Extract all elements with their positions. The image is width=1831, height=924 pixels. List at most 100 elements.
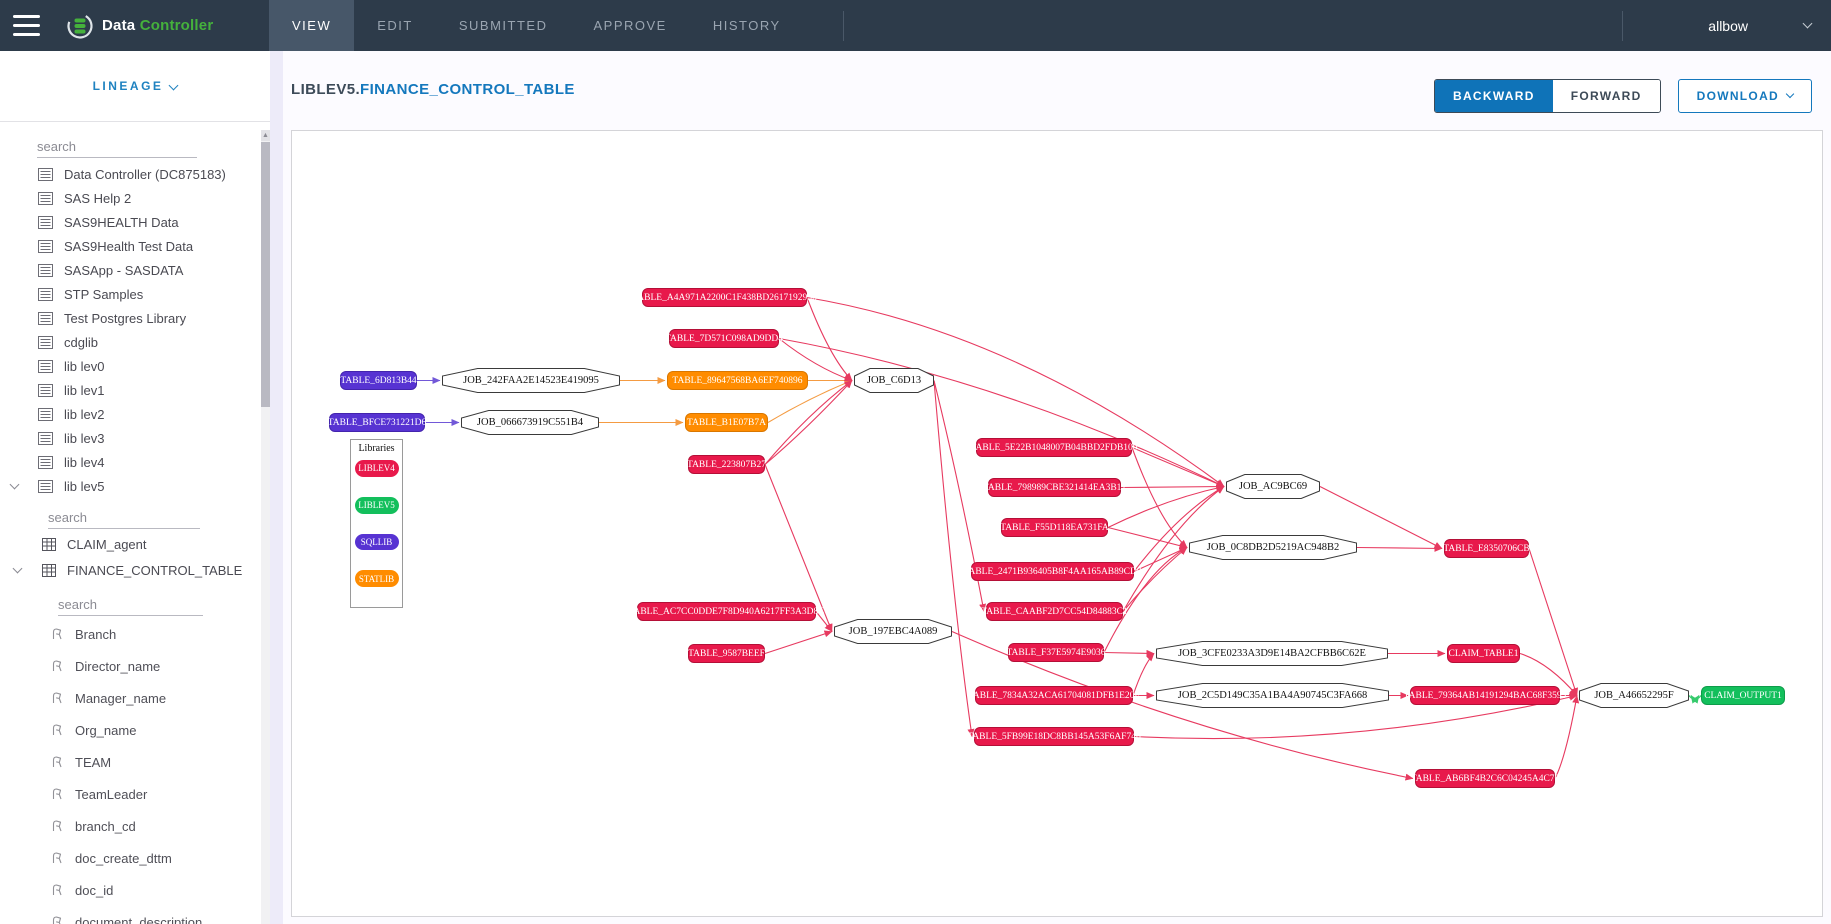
chevron-down-icon [1785, 89, 1795, 99]
sidebar-column-document-description[interactable]: document_description [0, 906, 260, 924]
lineage-mode-selector[interactable]: LINEAGE [0, 51, 270, 122]
edge-claim_table1-to-job_a46652295f [1519, 652, 1578, 696]
sidebar-column-teamleader[interactable]: TeamLeader [0, 778, 260, 810]
sidebar-column-doc-create-dttm[interactable]: doc_create_dttm [0, 842, 260, 874]
sidebar-item-lib-lev5[interactable]: lib lev5 [0, 474, 260, 498]
tab-approve[interactable]: APPROVE [593, 18, 667, 33]
graph-node-table_a4a971a2200c1f438bd2617192956[interactable]: TABLE_A4A971A2200C1F438BD2617192956 [632, 288, 817, 307]
graph-node-table_2471b936405b8f4aa165ab89cd9[interactable]: TABLE_2471B936405B8F4AA165AB89CD9 [963, 562, 1142, 581]
table-grid-icon [42, 563, 56, 577]
sidebar-column-branch[interactable]: Branch [0, 618, 260, 650]
sidebar-column-director-name[interactable]: Director_name [0, 650, 260, 682]
graph-node-table_5fb99e18dc8bb145a53f6af746[interactable]: TABLE_5FB99E18DC8BB145A53F6AF746 [967, 727, 1141, 746]
chevron-down-icon [168, 80, 179, 90]
sidebar-item-cdglib[interactable]: cdglib [0, 330, 260, 354]
backward-button[interactable]: BACKWARD [1434, 80, 1553, 112]
tab-view[interactable]: VIEW [269, 0, 355, 51]
edge-table_a4a971a2200c1f438bd2617192956-to-job_c6d13 [806, 297, 853, 381]
table-search-input[interactable] [48, 508, 200, 529]
sidebar-item-lib-lev2[interactable]: lib lev2 [0, 402, 260, 426]
sidebar-item-lib-lev0[interactable]: lib lev0 [0, 354, 260, 378]
item-label: doc_create_dttm [75, 850, 172, 866]
node-label: TABLE_89647568BA6EF740896 [672, 375, 803, 386]
graph-node-job_3cfe0233a3d9e14ba2cfbb6c62e[interactable]: JOB_3CFE0233A3D9E14BA2CFBB6C62E [1156, 641, 1388, 666]
column-search-input[interactable] [58, 595, 203, 616]
sidebar-item-lib-lev1[interactable]: lib lev1 [0, 378, 260, 402]
edge-table_f55d118ea731fa-to-job_0c8db2d5219ac948b2 [1107, 526, 1188, 550]
library-search-input[interactable] [37, 137, 197, 158]
job-octagon-shape [854, 368, 934, 393]
main-header: LIBLEV5.FINANCE_CONTROL_TABLE BACKWARD F… [283, 51, 1831, 130]
forward-button[interactable]: FORWARD [1552, 80, 1660, 112]
graph-node-table_798989cbe321414ea3b12[interactable]: TABLE_798989CBE321414EA3B12 [983, 478, 1126, 497]
sidebar-item-stp-samples[interactable]: STP Samples [0, 282, 260, 306]
user-menu[interactable]: allbow [1708, 0, 1813, 51]
char-column-icon [52, 820, 62, 832]
sidebar-item-sas9health-data[interactable]: SAS9HEALTH Data [0, 210, 260, 234]
sidebar-item-lib-lev4[interactable]: lib lev4 [0, 450, 260, 474]
sidebar-item-sasapp-sasdata[interactable]: SASApp - SASDATA [0, 258, 260, 282]
graph-node-job_0c8db2d5219ac948b2[interactable]: JOB_0C8DB2D5219AC948B2 [1189, 535, 1357, 560]
tab-history[interactable]: HISTORY [712, 18, 781, 33]
graph-node-table_79364ab14191294bac68f3593[interactable]: TABLE_79364AB14191294BAC68F3593 [1404, 686, 1566, 705]
edge-job_ac9bc69-to-table_e8350706cb [1319, 486, 1443, 549]
sidebar-item-sas9health-test-data[interactable]: SAS9Health Test Data [0, 234, 260, 258]
graph-node-table_ab6bf4b2c6c04245a4c76[interactable]: TABLE_AB6BF4B2C6C04245A4C76 [1411, 769, 1559, 788]
graph-node-job_c6d13[interactable]: JOB_C6D13 [854, 368, 934, 393]
app-logo[interactable]: Data Controller [66, 0, 213, 51]
download-button[interactable]: DOWNLOAD [1677, 79, 1812, 113]
graph-node-table_9587beef[interactable]: TABLE_9587BEEF [688, 644, 765, 663]
sidebar-column-team[interactable]: TEAM [0, 746, 260, 778]
graph-node-job_066673919c551b4[interactable]: JOB_066673919C551B4 [461, 410, 599, 435]
library-icon [38, 263, 53, 277]
graph-node-claim_output1[interactable]: CLAIM_OUTPUT1 [1701, 686, 1785, 705]
brand-secondary: Controller [139, 17, 214, 34]
sidebar-scrollbar[interactable]: ▲ [261, 130, 270, 924]
sidebar-item-test-postgres-library[interactable]: Test Postgres Library [0, 306, 260, 330]
graph-node-table_89647568ba6ef740896[interactable]: TABLE_89647568BA6EF740896 [667, 371, 808, 390]
graph-node-table_223807b27[interactable]: TABLE_223807B27 [687, 455, 766, 474]
node-label: CLAIM_TABLE1 [1448, 648, 1519, 659]
sidebar-item-lib-lev3[interactable]: lib lev3 [0, 426, 260, 450]
graph-node-claim_table1[interactable]: CLAIM_TABLE1 [1447, 644, 1520, 663]
item-label: Manager_name [75, 690, 167, 706]
sidebar-column-doc-id[interactable]: doc_id [0, 874, 260, 906]
graph-node-table_f37e5974e9036[interactable]: TABLE_F37E5974E9036 [1007, 643, 1106, 662]
scrollbar-thumb[interactable] [261, 142, 270, 407]
sidebar-table-finance-control-table[interactable]: FINANCE_CONTROL_TABLE [0, 557, 260, 583]
sidebar-column-manager-name[interactable]: Manager_name [0, 682, 260, 714]
edge-table_ab6bf4b2c6c04245a4c76-to-job_a46652295f [1554, 695, 1580, 779]
graph-node-table_e8350706cb[interactable]: TABLE_E8350706CB [1443, 539, 1530, 558]
graph-node-table_b1e07b7a[interactable]: TABLE_B1E07B7A [685, 413, 768, 432]
sidebar-column-branch-cd[interactable]: branch_cd [0, 810, 260, 842]
graph-node-table_bfce731221d6[interactable]: TABLE_BFCE731221D6 [328, 413, 426, 432]
tab-submitted[interactable]: SUBMITTED [458, 18, 548, 33]
graph-node-table_7834a32aca61704081dfb1e20e[interactable]: TABLE_7834A32ACA61704081DFB1E20E [968, 686, 1140, 705]
graph-node-job_ac9bc69[interactable]: JOB_AC9BC69 [1226, 474, 1320, 499]
sidebar-table-claim-agent[interactable]: CLAIM_agent [0, 531, 260, 557]
title-table: FINANCE_CONTROL_TABLE [360, 81, 575, 98]
graph-node-table_6d813b44[interactable]: TABLE_6D813B44 [340, 371, 417, 390]
graph-node-table_5e22b1048007b04bbd2fdb100[interactable]: TABLE_5E22B1048007B04BBD2FDB100 [970, 438, 1138, 457]
graph-node-table_caabf2d7cc54d84883c1[interactable]: TABLE_CAABF2D7CC54D84883C1 [981, 602, 1128, 621]
graph-node-job_a46652295f[interactable]: JOB_A46652295F [1579, 683, 1689, 708]
graph-node-job_2c5d149c35a1ba4a90745c3fa668[interactable]: JOB_2C5D149C35A1BA4A90745C3FA668 [1156, 683, 1389, 708]
edge-table_2471b936405b8f4aa165ab89cd9-to-job_ac9bc69 [1133, 486, 1225, 572]
graph-node-job_242faa2e14523e419095[interactable]: JOB_242FAA2E14523E419095 [442, 368, 620, 393]
sidebar-item-sas-help-2[interactable]: SAS Help 2 [0, 186, 260, 210]
char-column-icon [52, 788, 62, 800]
tab-edit[interactable]: EDIT [377, 18, 413, 33]
hamburger-menu-icon[interactable] [13, 15, 40, 36]
graph-node-table_7d571c098ad9dd4[interactable]: TABLE_7D571C098AD9DD4 [665, 329, 783, 348]
edge-job_0c8db2d5219ac948b2-to-table_e8350706cb [1356, 544, 1443, 552]
sidebar-item-data-controller-dc875183-[interactable]: Data Controller (DC875183) [0, 162, 260, 186]
graph-node-table_f55d118ea731fa[interactable]: TABLE_F55D118EA731FA [1000, 518, 1109, 537]
graph-node-job_197ebc4a089[interactable]: JOB_197EBC4A089 [834, 619, 952, 644]
sidebar-column-org-name[interactable]: Org_name [0, 714, 260, 746]
item-label: Director_name [75, 658, 161, 674]
scrollbar-up-arrow[interactable]: ▲ [261, 130, 270, 141]
graph-node-table_ac7cc0dde7f8d940a6217ff3a3d8c[interactable]: TABLE_AC7CC0DDE7F8D940A6217FF3A3D8C [628, 602, 825, 621]
